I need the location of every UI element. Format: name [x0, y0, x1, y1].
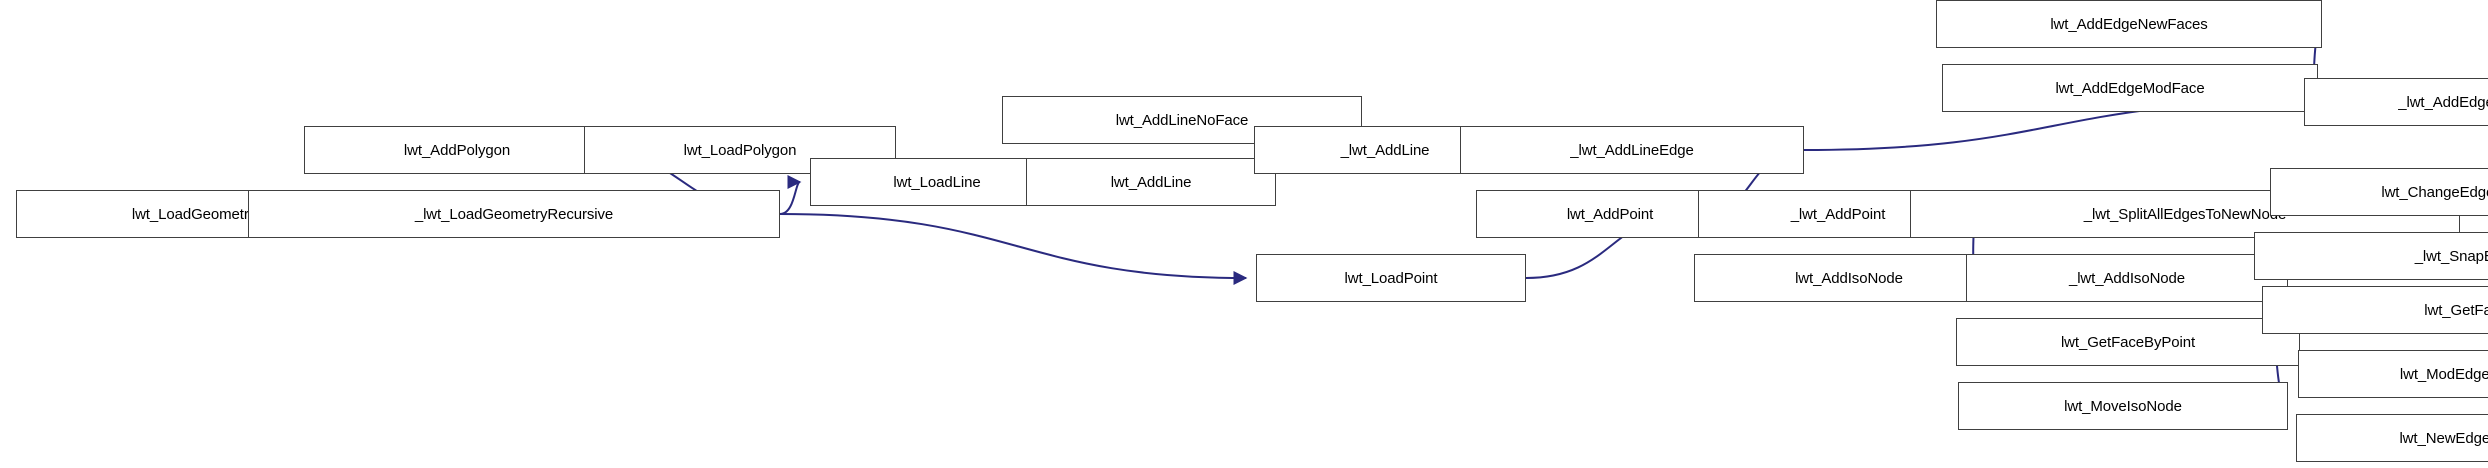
graph-node-lwt_snapedgetoexistingnode[interactable]: _lwt_SnapEdgeToExistingNode	[2254, 232, 2488, 280]
graph-node-lwt_addline[interactable]: lwt_AddLine	[1026, 158, 1276, 206]
graph-node-lwt_newedgeheal[interactable]: lwt_NewEdgeHeal	[2296, 414, 2488, 462]
graph-node-lwt_getfacebypoint[interactable]: lwt_GetFaceByPoint	[1956, 318, 2300, 366]
graph-node-lwt_addlineedge[interactable]: _lwt_AddLineEdge	[1460, 126, 1804, 174]
graph-node-lwt_moveisonode[interactable]: lwt_MoveIsoNode	[1958, 382, 2288, 430]
graph-node-lwt_addedgenewfaces[interactable]: lwt_AddEdgeNewFaces	[1936, 0, 2322, 48]
graph-node-lwt_addpolygon[interactable]: lwt_AddPolygon	[304, 126, 610, 174]
graph-node-lwt_loadpoint[interactable]: lwt_LoadPoint	[1256, 254, 1526, 302]
graph-edge	[779, 175, 802, 215]
graph-node-lwt_modedgeheal[interactable]: lwt_ModEdgeHeal	[2298, 350, 2488, 398]
graph-node-lwt_getfacecontainingpoint[interactable]: lwt_GetFaceContainingPoint	[2262, 286, 2488, 334]
graph-node-lwt_addedge[interactable]: _lwt_AddEdge	[2304, 78, 2488, 126]
graph-node-lwt_changeedgegeom[interactable]: lwt_ChangeEdgeGeom	[2270, 168, 2488, 216]
graph-edge	[779, 213, 1248, 285]
graph-node-lwt_loadgeometryrecursive[interactable]: _lwt_LoadGeometryRecursive	[248, 190, 780, 238]
graph-node-lwt_addedgemodface[interactable]: lwt_AddEdgeModFace	[1942, 64, 2318, 112]
graph-node-lwt_addisonode[interactable]: lwt_AddIsoNode	[1694, 254, 2004, 302]
graph-node-lwt_addisonode[interactable]: _lwt_AddIsoNode	[1966, 254, 2288, 302]
